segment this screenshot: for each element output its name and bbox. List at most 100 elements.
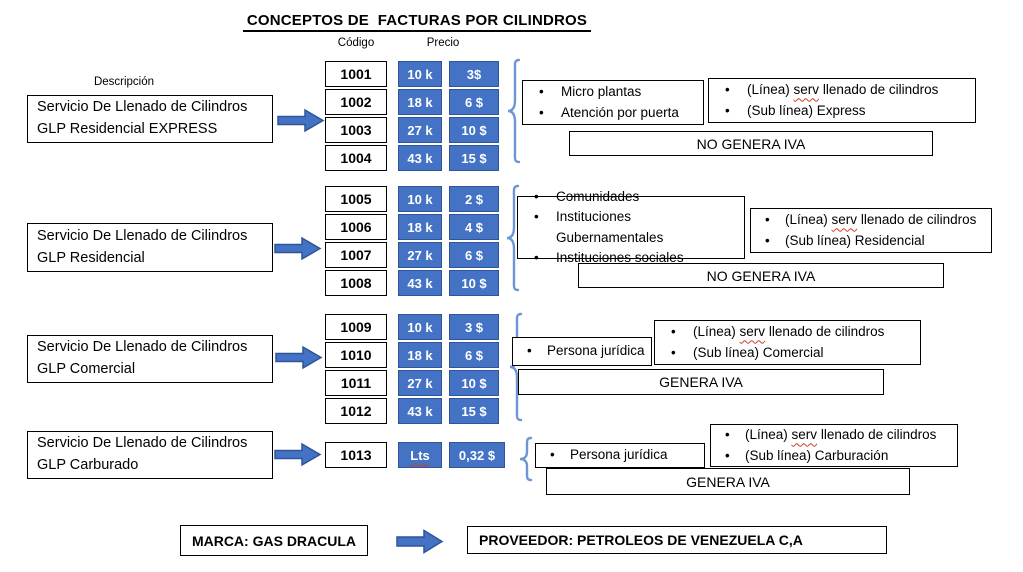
size-cell: 27 k [398,370,442,396]
page-title: CONCEPTOS DE FACTURAS POR CILINDROS [243,12,591,32]
description-line: GLP Residencial [37,249,145,266]
arrow-right-icon [396,529,444,554]
arrow-right-icon [274,236,322,261]
audience-item: Instituciones sociales [556,249,684,265]
code-cell: 1008 [325,270,387,296]
price-cell: 6 $ [449,342,499,368]
code-cell: 1010 [325,342,387,368]
misspelled-word: Lts [410,447,430,463]
price-cell: 3 $ [449,314,499,340]
code-cell: 1005 [325,186,387,212]
audience-item: Micro plantas [561,84,642,100]
arrow-right-icon [275,345,323,370]
bullet-icon: • [534,209,539,225]
code-cell: 1011 [325,370,387,396]
bullet-icon: • [765,232,770,248]
sublinea-text: (Sub línea) Residencial [785,232,925,248]
iva-banner: GENERA IVA [518,369,884,395]
bullet-icon: • [725,102,730,118]
linea-text: (Línea) serv llenado de cilindros [785,212,977,228]
proveedor-box: PROVEEDOR: PETROLEOS DE VENEZUELA C,A [467,526,887,554]
left-brace-icon [519,436,533,482]
description-line: GLP Carburado [37,457,139,473]
marca-box: MARCA: GAS DRACULA [180,525,368,556]
price-cell: 10 $ [449,370,499,396]
bullet-icon: • [671,344,676,360]
bullet-icon: • [725,447,730,463]
audience-box: • Comunidades • Instituciones Gubernamenta… [517,189,745,265]
price-cell: 6 $ [449,89,499,115]
linea-box: •(Línea) serv llenado de cilindros •(Sub… [654,320,921,365]
iva-banner: NO GENERA IVA [578,263,944,288]
code-cell: 1012 [325,398,387,424]
linea-box: • (Línea) serv llenado de cilindros • (Sub… [708,78,976,123]
bullet-icon: • [539,104,544,120]
price-cell: 3$ [449,61,499,87]
audience-item: Atención por puerta [561,104,679,120]
size-cell: 43 k [398,145,442,171]
bullet-icon: • [539,84,544,100]
price-cell: 10 $ [449,117,499,143]
left-brace-icon [509,312,523,422]
linea-box: • (Línea) serv llenado de cilindros • (Sub… [710,424,958,467]
left-brace-icon [507,58,521,164]
size-cell: 43 k [398,270,442,296]
size-cell: 27 k [398,117,442,143]
description-line: Servicio De Llenado de Cilindros [37,227,248,244]
iva-banner: NO GENERA IVA [569,131,933,156]
iva-banner: GENERA IVA [546,468,910,495]
size-cell: Lts [398,442,442,468]
size-cell: 10 k [398,61,442,87]
sublinea-text: (Sub línea) Express [747,102,866,118]
price-cell: 10 $ [449,270,499,296]
price-cell: 15 $ [449,398,499,424]
bullet-icon: • [725,427,730,443]
linea-text: (Línea) serv llenado de cilindros [745,427,937,443]
price-cell: 6 $ [449,242,499,268]
audience-box: • Micro plantas • Atención por puerta [522,80,704,125]
audience-item: Persona jurídica [570,447,668,463]
bullet-icon: • [534,189,539,204]
linea-box: • (Línea) serv llenado de cilindros • (Sub… [750,208,992,253]
price-cell: 15 $ [449,145,499,171]
description-box: Servicio De Llenado de Cilindros GLP Res… [27,95,273,143]
bullet-icon: • [765,212,770,228]
code-cell: 1003 [325,117,387,143]
description-line: Servicio De Llenado de Cilindros [37,339,248,356]
size-cell: 18 k [398,89,442,115]
price-cell: 0,32 $ [449,442,505,468]
size-cell: 27 k [398,242,442,268]
bullet-icon: • [725,82,730,98]
description-line: GLP Residencial EXPRESS [37,121,218,137]
code-cell: 1001 [325,61,387,87]
arrow-right-icon [274,442,322,467]
code-cell: 1006 [325,214,387,240]
bullet-icon: • [671,324,676,340]
description-box: Servicio De Llenado de Cilindros GLP Res… [27,223,273,272]
size-cell: 10 k [398,186,442,212]
description-box: Servicio De Llenado de Cilindros GLP Car… [27,431,273,479]
misspelled-word: serv [831,212,858,228]
description-line: Servicio De Llenado de Cilindros [37,99,248,116]
code-cell: 1007 [325,242,387,268]
code-cell: 1013 [325,442,387,468]
price-cell: 4 $ [449,214,499,240]
left-brace-icon [506,184,520,292]
audience-item: Instituciones Gubernamentales [556,209,664,245]
code-cell: 1009 [325,314,387,340]
misspelled-word: serv [739,324,766,340]
column-header-precio: Precio [426,37,460,49]
arrow-right-icon [277,108,325,133]
audience-box: •Persona jurídica [512,337,652,366]
sublinea-text: (Sub línea) Carburación [745,447,889,463]
linea-text: (Línea) serv llenado de cilindros [747,82,939,98]
description-box: Servicio De Llenado de Cilindros GLP Com… [27,335,273,383]
description-line: Servicio De Llenado de Cilindros [37,435,248,452]
audience-item: Persona jurídica [547,343,645,359]
code-cell: 1002 [325,89,387,115]
price-cell: 2 $ [449,186,499,212]
audience-item: Comunidades [556,189,640,204]
misspelled-word: serv [791,427,818,443]
size-cell: 43 k [398,398,442,424]
